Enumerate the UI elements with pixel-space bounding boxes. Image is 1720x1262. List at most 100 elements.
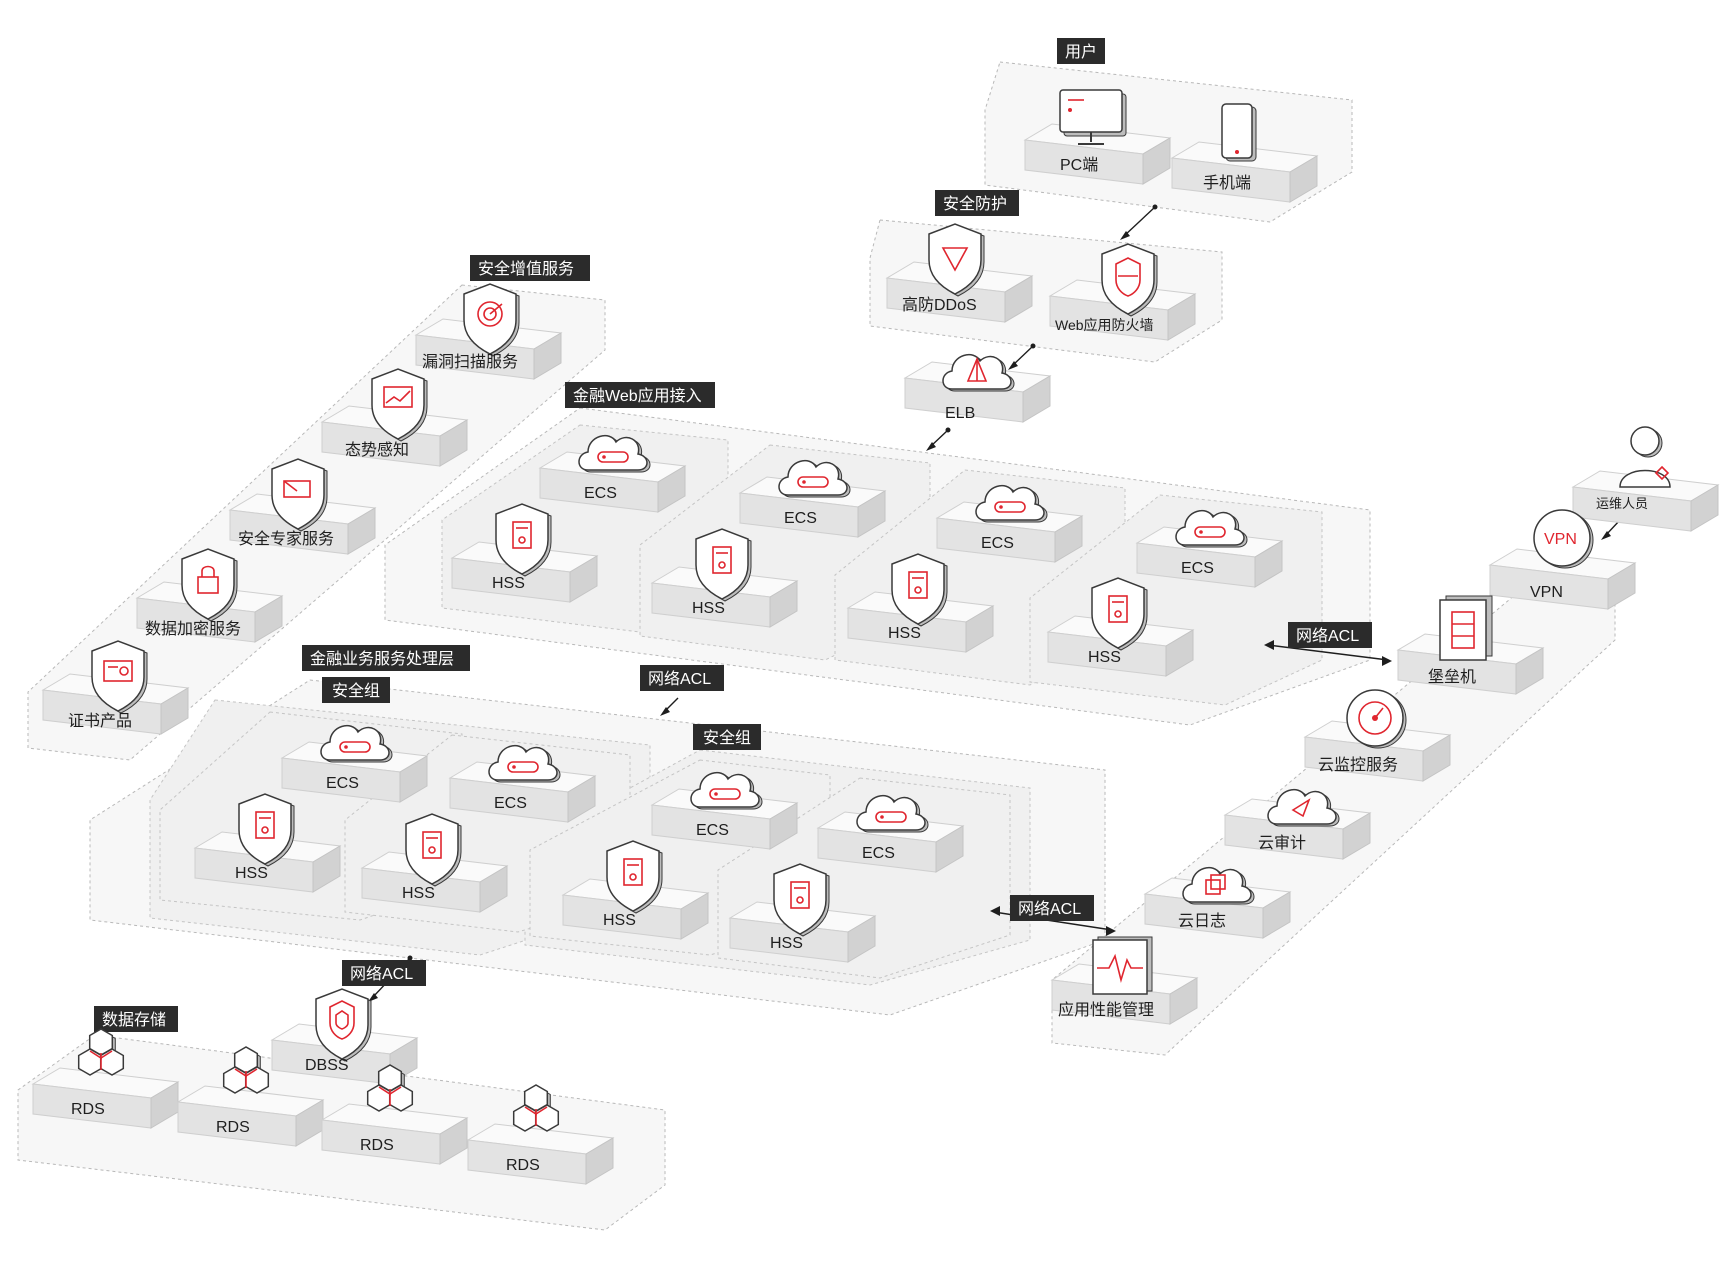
node-mobile[interactable]: 手机端 [1171,103,1318,203]
node-encrypt[interactable]: 数据加密服务 [136,548,283,643]
node-ops-label: 运维人员 [1596,496,1648,511]
node-hss[interactable]: HSS [562,840,709,940]
node-hss-label: HSS [770,935,803,952]
node-vpn-label: VPN [1530,584,1563,601]
node-rds[interactable]: RDS [32,1028,179,1129]
node-hss-label: HSS [1088,649,1121,666]
node-ecs-label: ECS [696,822,729,839]
node-expert-label: 安全专家服务 [238,530,334,548]
shield-radar-icon [463,283,520,357]
cloud-audit-icon [1267,788,1340,827]
node-hss[interactable]: HSS [451,503,598,603]
node-ecs-label: ECS [584,485,617,502]
node-audit-label: 云审计 [1258,834,1306,852]
node-audit[interactable]: 云审计 [1224,788,1371,860]
tag-fin-web-access: 金融Web应用接入 [565,382,715,408]
node-ecs[interactable]: ECS [651,771,798,850]
svg-text:安全增值服务: 安全增值服务 [478,260,574,278]
svg-text:网络ACL: 网络ACL [1296,626,1359,645]
node-dbss-label: DBSS [305,1057,349,1074]
node-cert-label: 证书产品 [68,712,132,730]
shield-certificate-icon [91,640,148,714]
shield-triangle-icon [928,223,985,297]
node-dbss[interactable]: DBSS [271,988,418,1085]
shield-firewall-icon [1101,243,1158,317]
shield-chart-icon [371,368,428,442]
svg-text:安全组: 安全组 [703,729,751,747]
node-scan[interactable]: 漏洞扫描服务 [415,283,562,380]
shield-db-icon [315,988,372,1062]
node-monitor[interactable]: 云监控服务 [1304,689,1451,782]
shield-card-icon [271,458,328,532]
cloud-server-icon [488,744,561,783]
tag-data-storage: 数据存储 [94,1006,178,1032]
node-ddos[interactable]: 高防DDoS [886,223,1033,323]
node-ecs[interactable]: ECS [739,459,886,538]
node-ecs[interactable]: ECS [449,744,596,823]
node-rds[interactable]: RDS [467,1084,614,1185]
tag-security-protection: 安全防护 [935,190,1019,216]
arrow-user-to-security [1120,204,1158,240]
svg-text:网络ACL: 网络ACL [350,964,413,983]
node-hss-label: HSS [888,625,921,642]
shield-host-icon [891,553,948,627]
node-expert[interactable]: 安全专家服务 [229,458,376,555]
node-ecs[interactable]: ECS [539,434,686,513]
node-rds-label: RDS [506,1157,540,1174]
node-rds[interactable]: RDS [321,1064,468,1165]
node-ecs-label: ECS [494,795,527,812]
node-vpn[interactable]: VPN VPN [1489,509,1636,610]
node-elb[interactable]: ELB [904,353,1051,423]
node-cert[interactable]: 证书产品 [42,640,189,735]
node-hss[interactable]: HSS [847,553,994,653]
shield-host-icon [1091,577,1148,651]
node-waf[interactable]: Web应用防火墙 [1049,243,1196,341]
cloud-server-icon [856,794,929,833]
shield-host-icon [238,793,295,867]
node-ecs-label: ECS [862,845,895,862]
svg-text:网络ACL: 网络ACL [648,669,711,688]
tag-user: 用户 [1057,38,1105,64]
node-ops[interactable]: 运维人员 [1572,426,1719,532]
monitor-icon [1059,89,1127,145]
cloud-server-icon [778,459,851,498]
gauge-icon [1346,689,1407,749]
node-hss[interactable]: HSS [651,528,798,628]
node-hss[interactable]: HSS [361,813,508,913]
arrow-acl-center [660,697,679,716]
node-hss[interactable]: HSS [729,863,876,963]
hexagon-cluster-icon [366,1064,414,1112]
node-mobile-label: 手机端 [1203,174,1251,192]
cloud-server-icon [975,484,1048,523]
node-hss[interactable]: HSS [1047,577,1194,677]
node-bastion[interactable]: 堡垒机 [1397,595,1544,695]
node-situation[interactable]: 态势感知 [321,368,468,467]
node-ecs-label: ECS [1181,560,1214,577]
pulse-icon [1092,936,1153,995]
tag-acl-center: 网络ACL [640,665,724,691]
cloud-balancer-icon [942,353,1015,392]
node-pc[interactable]: PC端 [1024,89,1171,185]
bastion-icon [1439,595,1493,661]
cloud-log-icon [1182,866,1255,905]
node-ecs[interactable]: ECS [281,724,428,803]
node-apm[interactable]: 应用性能管理 [1051,936,1198,1025]
node-ecs[interactable]: ECS [817,794,964,873]
node-ddos-label: 高防DDoS [902,296,977,314]
node-hss[interactable]: HSS [194,793,341,893]
node-rds[interactable]: RDS [177,1046,324,1147]
node-scan-label: 漏洞扫描服务 [422,353,518,371]
node-ecs[interactable]: ECS [1136,509,1283,588]
node-ecs[interactable]: ECS [936,484,1083,563]
node-hss-label: HSS [492,575,525,592]
tag-fin-business: 金融业务服务处理层 [302,645,470,671]
node-ecs-label: ECS [326,775,359,792]
vpn-icon: VPN [1533,509,1594,569]
node-log[interactable]: 云日志 [1144,866,1291,939]
cloud-server-icon [1175,509,1248,548]
svg-text:VPN: VPN [1544,531,1577,548]
node-elb-label: ELB [945,405,975,422]
shield-host-icon [695,528,752,602]
node-ecs-label: ECS [784,510,817,527]
